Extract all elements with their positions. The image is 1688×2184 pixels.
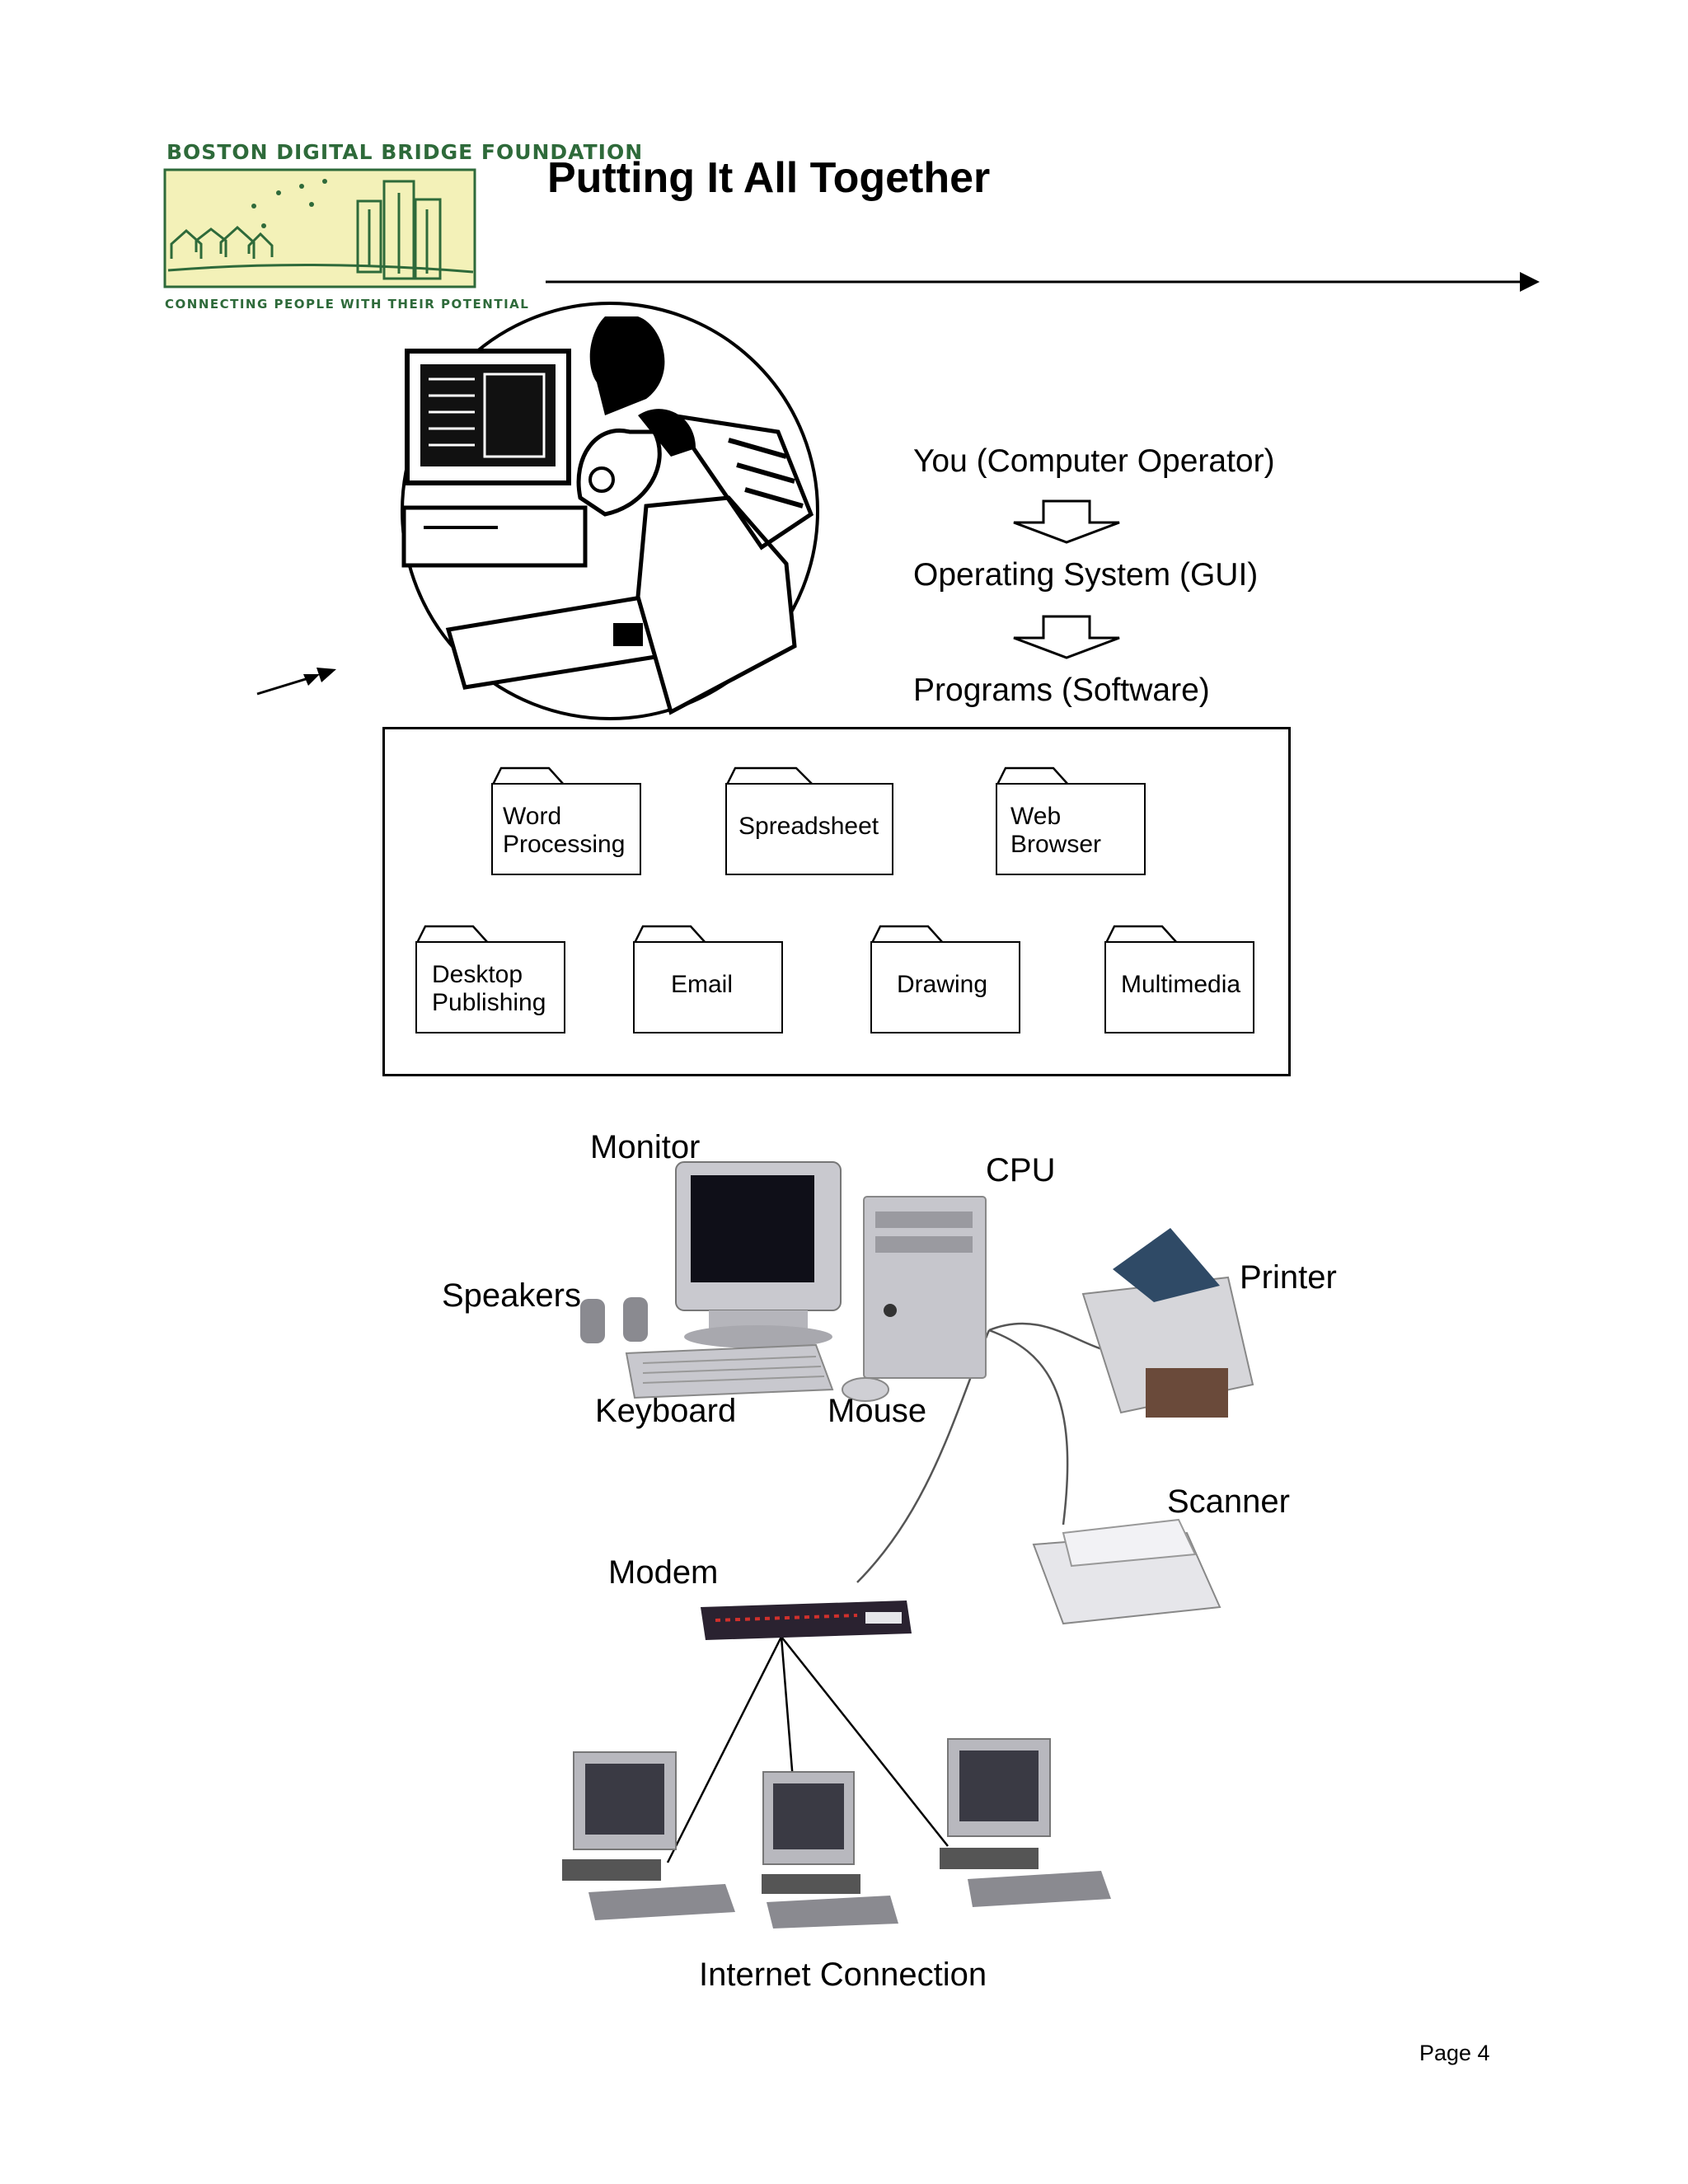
- network-computer-left: [562, 1751, 735, 1920]
- label-keyboard: Keyboard: [595, 1393, 737, 1429]
- cpu-icon: [863, 1196, 987, 1379]
- folder-label: Multimedia: [1121, 971, 1241, 998]
- scanner-cable: [988, 1329, 1069, 1526]
- folder-label: Spreadsheet: [738, 813, 879, 840]
- label-modem: Modem: [608, 1554, 719, 1591]
- printer-icon: [1081, 1228, 1254, 1418]
- folder-spreadsheet[interactable]: Spreadsheet: [725, 783, 893, 875]
- mouse-icon: [842, 1377, 889, 1402]
- logo-org-name: BOSTON DIGITAL BRIDGE FOUNDATION: [166, 140, 644, 164]
- network-computer-right: [940, 1738, 1111, 1907]
- label-internet-connection: Internet Connection: [699, 1957, 987, 1993]
- label-mouse: Mouse: [828, 1393, 927, 1429]
- folder-label: Drawing: [897, 971, 988, 998]
- folder-tab-icon: [491, 766, 565, 785]
- flow-step-os: Operating System (GUI): [913, 557, 1259, 593]
- folder-web-browser[interactable]: Web Browser: [996, 783, 1146, 875]
- folder-label: Email: [671, 971, 734, 998]
- flow-arrow-down-icon: [1013, 499, 1120, 544]
- network-line-left: [666, 1636, 783, 1863]
- folder-email[interactable]: Email: [633, 941, 783, 1033]
- folder-tab-icon: [633, 925, 706, 943]
- folder-word-processing[interactable]: Word Processing: [491, 783, 641, 875]
- logo-tagline: CONNECTING PEOPLE WITH THEIR POTENTIAL: [165, 297, 530, 312]
- network-computer-center: [762, 1771, 898, 1929]
- computer-operator-illustration: [401, 302, 819, 720]
- programs-box: [382, 727, 1291, 1076]
- label-printer: Printer: [1240, 1259, 1337, 1296]
- folder-tab-icon: [725, 766, 814, 785]
- folder-label: Word Processing: [503, 803, 626, 858]
- network-line-center: [780, 1636, 795, 1781]
- logo-graphic: [163, 168, 476, 288]
- pointer-arrow-icon: [256, 668, 336, 696]
- folder-tab-icon: [996, 766, 1069, 785]
- label-monitor: Monitor: [590, 1129, 701, 1165]
- monitor-icon: [675, 1161, 842, 1348]
- keyboard-icon: [625, 1343, 834, 1399]
- folder-desktop-publishing[interactable]: Desktop Publishing: [415, 941, 565, 1033]
- label-speakers: Speakers: [442, 1277, 581, 1314]
- flow-step-programs: Programs (Software): [913, 673, 1210, 708]
- title-rule-arrow: [546, 272, 1540, 292]
- folder-label: Web Browser: [1010, 803, 1102, 858]
- folder-tab-icon: [870, 925, 944, 943]
- speakers-icon: [580, 1297, 648, 1343]
- folder-label: Desktop Publishing: [432, 961, 546, 1016]
- scanner-icon: [1032, 1518, 1221, 1625]
- folder-multimedia[interactable]: Multimedia: [1104, 941, 1254, 1033]
- folder-drawing[interactable]: Drawing: [870, 941, 1020, 1033]
- modem-icon: [701, 1601, 912, 1640]
- label-cpu: CPU: [986, 1152, 1056, 1188]
- folder-tab-icon: [415, 925, 489, 943]
- label-scanner: Scanner: [1167, 1483, 1290, 1520]
- network-line-right: [781, 1636, 949, 1847]
- page-number: Page 4: [1419, 2041, 1490, 2065]
- flow-arrow-down-icon: [1013, 615, 1120, 659]
- hardware-diagram: [562, 1161, 1254, 1929]
- printer-cable: [988, 1322, 1105, 1352]
- flow-step-operator: You (Computer Operator): [913, 443, 1275, 479]
- page-title: Putting It All Together: [547, 154, 991, 202]
- folder-tab-icon: [1104, 925, 1178, 943]
